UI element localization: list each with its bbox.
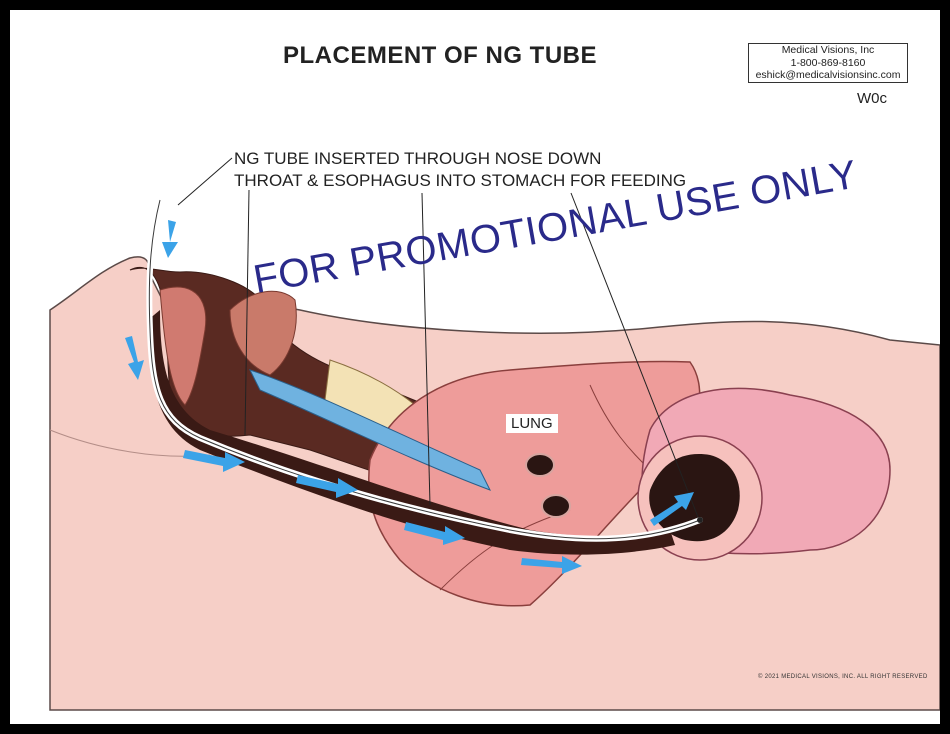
flow-arrows: [125, 220, 694, 574]
credit-email: eshick@medicalvisionsinc.com: [755, 69, 901, 81]
arrow-nose: [162, 220, 178, 258]
arrow-throat: [125, 336, 144, 380]
credit-company: Medical Visions, Inc: [781, 44, 875, 56]
copyright: © 2021 MEDICAL VISIONS, INC. ALL RIGHT R…: [758, 674, 928, 680]
bronchus-upper: [525, 453, 555, 477]
callout-leaders: [177, 157, 699, 518]
arrow-chest-1: [404, 522, 465, 545]
exhibit-code: W0c: [857, 90, 887, 107]
arrow-chest-2: [521, 556, 582, 574]
bronchus-lower: [541, 494, 571, 518]
callout-line-1: NG TUBE INSERTED THROUGH NOSE DOWN: [234, 149, 602, 168]
ng-tube-outline: [148, 199, 701, 540]
ng-tube-tip: [697, 517, 703, 523]
trachea: [249, 369, 492, 491]
arrow-neck-1: [183, 450, 245, 472]
illustration-frame: PLACEMENT OF NG TUBE Medical Visions, In…: [10, 10, 940, 724]
lung-label: LUNG: [506, 414, 558, 433]
credit-phone: 1-800-869-8160: [790, 56, 866, 69]
tongue: [159, 286, 207, 406]
page-title: PLACEMENT OF NG TUBE: [283, 42, 597, 69]
credit-box: Medical Visions, Inc 1-800-869-8160 eshi…: [748, 43, 908, 83]
callout-text: NG TUBE INSERTED THROUGH NOSE DOWN THROA…: [234, 148, 686, 192]
stomach-lumen: [649, 454, 740, 542]
anatomy-illustration: [49, 157, 940, 711]
callout-line-2: THROAT & ESOPHAGUS INTO STOMACH FOR FEED…: [234, 171, 687, 190]
arrow-neck-2: [296, 475, 358, 498]
arrow-stomach: [650, 492, 694, 526]
